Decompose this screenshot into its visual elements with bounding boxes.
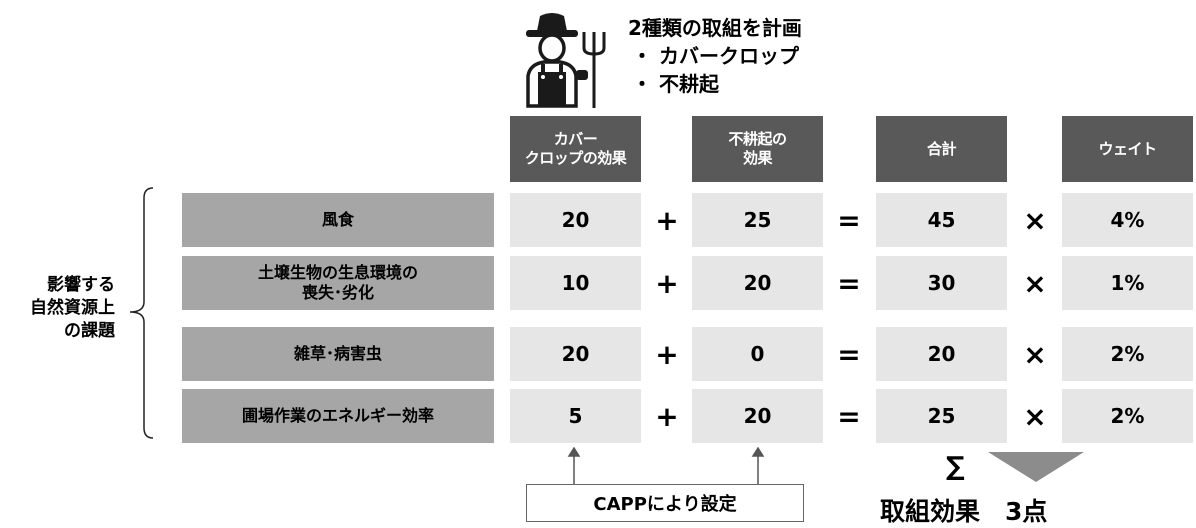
times-operator: × — [1023, 266, 1047, 300]
equals-operator: = — [837, 266, 861, 300]
cell-no-till-effect: 20 — [692, 256, 823, 310]
header-weight: ウェイト — [1062, 116, 1193, 182]
issue-soil-habitat-loss: 土壌生物の生息環境の 喪失･劣化 — [182, 256, 494, 310]
capp-setting-box: CAPPにより設定 — [526, 484, 804, 522]
capp-arrows — [567, 446, 765, 484]
header-total: 合計 — [876, 116, 1007, 182]
left-brace — [129, 187, 154, 439]
cell-weight: 4% — [1062, 193, 1193, 247]
plan-item-no-till: ・ 不耕起 — [632, 72, 719, 96]
issue-weeds-pests: 雑草･病害虫 — [182, 327, 494, 381]
header-no-till-effect: 不耕起の 効果 — [692, 116, 823, 182]
plus-operator: + — [655, 266, 679, 300]
cell-weight: 1% — [1062, 256, 1193, 310]
cell-total: 25 — [876, 389, 1007, 443]
farmer-icon — [526, 13, 606, 108]
plan-item-cover-crop: ・ カバークロップ — [632, 44, 799, 68]
cell-no-till-effect: 25 — [692, 193, 823, 247]
times-operator: × — [1023, 337, 1047, 371]
plus-operator: + — [655, 399, 679, 433]
equals-operator: = — [837, 203, 861, 237]
cell-weight: 2% — [1062, 389, 1193, 443]
cell-cover-crop-effect: 20 — [510, 327, 641, 381]
issue-wind-erosion: 風食 — [182, 193, 494, 247]
plus-operator: + — [655, 337, 679, 371]
cell-cover-crop-effect: 5 — [510, 389, 641, 443]
equals-operator: = — [837, 399, 861, 433]
cell-total: 20 — [876, 327, 1007, 381]
cell-total: 45 — [876, 193, 1007, 247]
times-operator: × — [1023, 203, 1047, 237]
times-operator: × — [1023, 399, 1047, 433]
result-score: 取組効果 3点 — [880, 497, 1048, 526]
sigma-symbol: ∑ — [946, 452, 965, 482]
cell-no-till-effect: 20 — [692, 389, 823, 443]
cell-no-till-effect: 0 — [692, 327, 823, 381]
pitchfork-icon — [582, 32, 606, 108]
plus-operator: + — [655, 203, 679, 237]
side-label-issues: 影響する 自然資源上 の課題 — [30, 275, 115, 341]
cell-weight: 2% — [1062, 327, 1193, 381]
cell-cover-crop-effect: 10 — [510, 256, 641, 310]
down-arrow-icon — [988, 452, 1084, 482]
plan-title: 2種類の取組を計画 — [628, 16, 802, 40]
cell-total: 30 — [876, 256, 1007, 310]
header-cover-crop-effect: カバー クロップの効果 — [510, 116, 641, 182]
issue-field-energy-efficiency: 圃場作業のエネルギー効率 — [182, 389, 494, 443]
equals-operator: = — [837, 337, 861, 371]
cell-cover-crop-effect: 20 — [510, 193, 641, 247]
